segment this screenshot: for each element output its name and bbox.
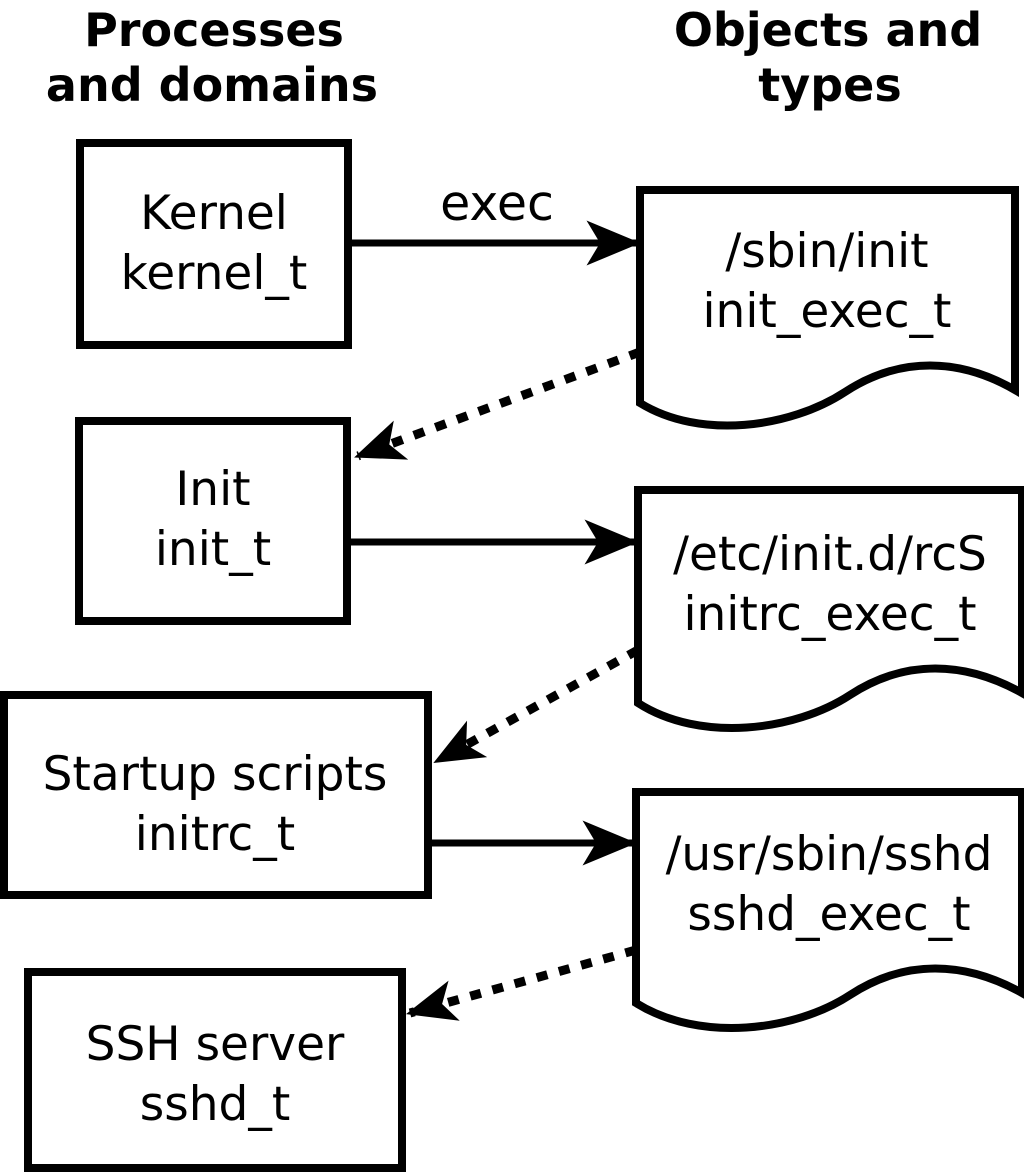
object-type: sshd_exec_t xyxy=(687,887,970,942)
right-column-header-line2: types xyxy=(758,58,901,112)
right-column-header-line1: Objects and xyxy=(674,3,982,57)
process-name: Kernel xyxy=(140,186,288,241)
exec-arrow-label: exec xyxy=(440,175,554,232)
document-shape xyxy=(636,186,1019,430)
left-column-header-line1: Processes xyxy=(84,3,344,57)
document-shape xyxy=(632,788,1024,1032)
process-node-kernel: Kernel kernel_t xyxy=(76,139,352,349)
object-node-usr-sbin-sshd: /usr/sbin/sshd sshd_exec_t xyxy=(632,788,1024,1032)
process-box xyxy=(24,968,406,1172)
process-domain-type: sshd_t xyxy=(140,1077,291,1132)
object-path: /usr/sbin/sshd xyxy=(666,827,993,882)
process-domain-type: init_t xyxy=(155,522,271,577)
transition-arrow-rcs-to-initrc-domain xyxy=(433,646,641,765)
process-node-ssh-server: SSH server sshd_t xyxy=(24,968,406,1172)
transition-arrow-sshd-exec-to-sshd-domain xyxy=(405,945,638,1021)
document-shape xyxy=(634,486,1024,732)
object-path: /sbin/init xyxy=(725,224,928,279)
process-domain-type: kernel_t xyxy=(121,246,308,301)
process-box xyxy=(75,417,351,625)
object-type: init_exec_t xyxy=(703,284,952,339)
process-box xyxy=(76,139,352,349)
process-node-init: Init init_t xyxy=(75,417,351,625)
object-node-etc-initd-rcs: /etc/init.d/rcS initrc_exec_t xyxy=(634,486,1024,732)
transition-arrow-sbin-init-to-init-domain xyxy=(354,347,642,461)
process-name: Init xyxy=(175,462,250,517)
process-name: SSH server xyxy=(86,1017,345,1072)
process-domain-type: initrc_t xyxy=(135,807,295,862)
object-node-sbin-init: /sbin/init init_exec_t xyxy=(636,186,1019,430)
process-node-startup-scripts: Startup scripts initrc_t xyxy=(0,691,432,899)
object-path: /etc/init.d/rcS xyxy=(673,527,987,582)
object-type: initrc_exec_t xyxy=(683,587,976,642)
process-box xyxy=(0,691,432,899)
process-name: Startup scripts xyxy=(43,747,388,802)
left-column-header-line2: and domains xyxy=(46,58,378,112)
